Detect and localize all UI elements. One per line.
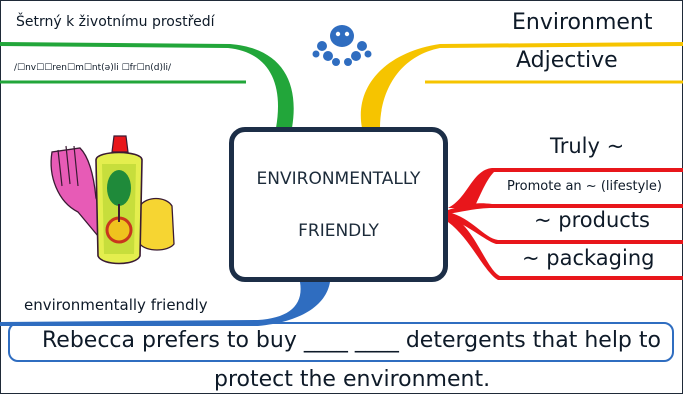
collocation-item: ~ products	[534, 208, 650, 232]
central-topic: ENVIRONMENTALLY FRIENDLY	[229, 127, 448, 282]
detergent-bottle-illustration	[50, 135, 175, 265]
red-branch-2	[448, 203, 683, 214]
example-sentence-line-1: Rebecca prefers to buy ____ ____ deterge…	[42, 328, 661, 353]
czech-translation: Šetrný k životnímu prostředí	[16, 14, 215, 30]
example-sentence-box	[8, 322, 674, 362]
collocation-item: ~ packaging	[522, 246, 655, 270]
green-branch	[0, 42, 294, 128]
domain-label: Environment	[512, 10, 653, 35]
red-branch-3	[448, 212, 683, 244]
collocation-item: Truly ~	[550, 134, 625, 158]
central-topic-line-1: ENVIRONMENTALLY	[256, 168, 421, 189]
collocation-item: Promote an ~ (lifestyle)	[507, 179, 662, 194]
example-sentence-line-2: protect the environment.	[214, 367, 491, 392]
part-of-speech-label: Adjective	[516, 48, 618, 73]
answer-phrase: environmentally friendly	[24, 296, 208, 314]
octopus-logo-icon	[312, 25, 372, 66]
ipa-pronunciation: /☐nv☐☐ren☐m☐nt(ə)li ☐fr☐n(d)li/	[14, 63, 172, 73]
central-topic-line-2: FRIENDLY	[298, 220, 379, 241]
